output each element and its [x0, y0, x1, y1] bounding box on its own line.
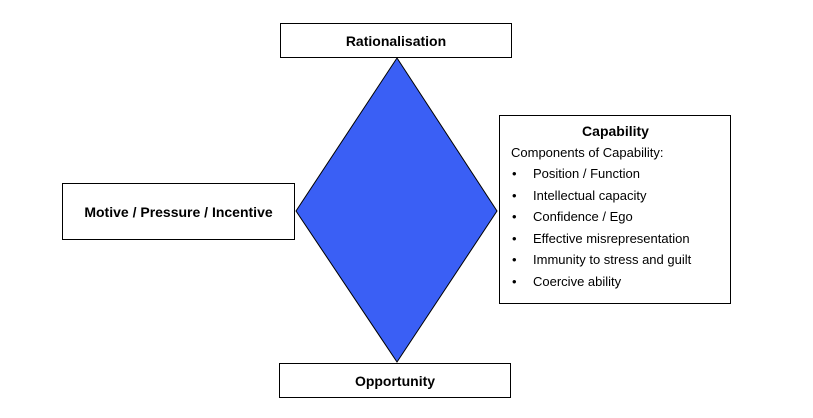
capability-list-item: • Coercive ability [511, 271, 720, 293]
capability-item-label: Immunity to stress and guilt [533, 252, 692, 267]
capability-list-item: • Confidence / Ego [511, 206, 720, 228]
capability-list: • Position / Function • Intellectual capac… [511, 163, 720, 292]
capability-list-item: • Intellectual capacity [511, 185, 720, 207]
capability-title: Capability [582, 123, 649, 139]
bullet-icon: • [512, 230, 517, 246]
bullet-icon: • [512, 273, 517, 289]
bullet-icon: • [512, 252, 517, 267]
capability-box: Capability Components of Capability: • Po… [499, 115, 731, 304]
opportunity-box: Opportunity [279, 363, 511, 398]
capability-item-label: Effective misrepresentation [533, 230, 690, 246]
capability-item-label: Intellectual capacity [533, 187, 647, 203]
capability-subtitle: Components of Capability: [511, 145, 664, 160]
fraud-diamond-shape [295, 57, 498, 363]
capability-item-label: Coercive ability [533, 273, 622, 289]
motive-label: Motive / Pressure / Incentive [84, 203, 273, 220]
motive-pressure-incentive-box: Motive / Pressure / Incentive [62, 183, 295, 240]
capability-list-item: • Effective misrepresentation [511, 228, 720, 250]
opportunity-label: Opportunity [354, 372, 436, 389]
rationalisation-box: Rationalisation [280, 23, 512, 58]
capability-item-label: Position / Function [533, 166, 640, 181]
bullet-icon: • [512, 187, 517, 203]
rationalisation-label: Rationalisation [345, 32, 447, 49]
bullet-icon: • [512, 166, 517, 181]
capability-list-item: • Immunity to stress and guilt [511, 249, 720, 271]
capability-item-label: Confidence / Ego [533, 209, 633, 224]
bullet-icon: • [512, 209, 517, 224]
capability-list-item: • Position / Function [511, 163, 720, 185]
